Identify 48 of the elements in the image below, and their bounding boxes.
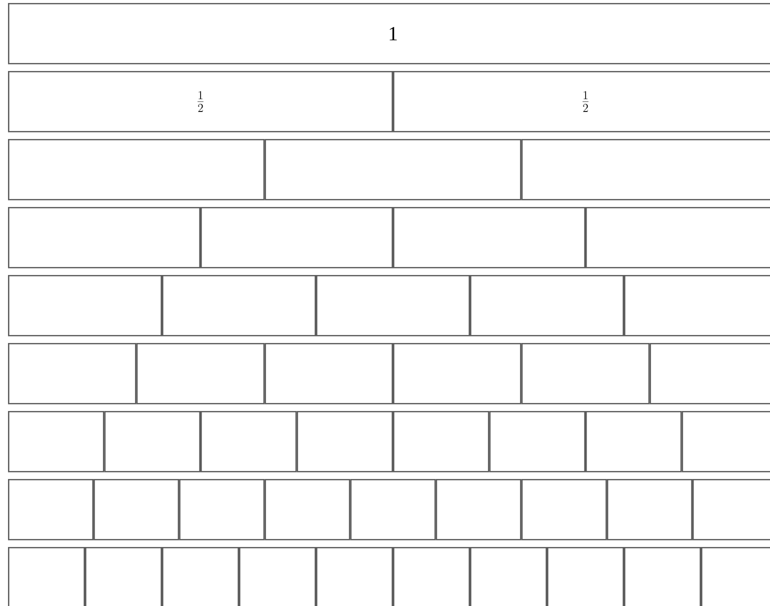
fraction-bar xyxy=(682,411,770,472)
fraction-bar xyxy=(470,275,624,336)
fraction-bar xyxy=(104,411,200,472)
fraction-bar xyxy=(393,343,522,404)
fraction-bar xyxy=(701,547,770,606)
fraction-bar xyxy=(650,343,770,404)
fraction-bar xyxy=(316,275,470,336)
fraction-bar xyxy=(350,479,436,540)
fraction-bar xyxy=(264,479,350,540)
fraction-bar xyxy=(521,479,607,540)
fraction-bar xyxy=(162,547,239,606)
fraction-bar xyxy=(606,479,692,540)
fraction-bar xyxy=(692,479,770,540)
fraction-bar xyxy=(8,275,162,336)
fraction-bar xyxy=(8,479,94,540)
fraction-bar xyxy=(586,411,682,472)
fraction-bar xyxy=(521,139,770,200)
fraction-bar xyxy=(136,343,265,404)
fraction-bar xyxy=(547,547,624,606)
fraction-bar xyxy=(85,547,162,606)
fraction-bar xyxy=(624,275,770,336)
fraction-bar xyxy=(624,547,701,606)
fraction-bar xyxy=(393,411,490,472)
fraction-bar: $\frac{1}{2}$ xyxy=(8,71,393,132)
fraction-bar xyxy=(8,343,136,404)
fraction-bar xyxy=(393,207,586,268)
fraction-bar xyxy=(8,139,265,200)
fraction-bar xyxy=(94,479,180,540)
fraction-bar xyxy=(8,411,104,472)
fraction-bar xyxy=(393,547,470,606)
fraction-bar xyxy=(239,547,316,606)
fraction-bar xyxy=(162,275,316,336)
fraction-bar xyxy=(179,479,265,540)
fraction-bar: 1 xyxy=(8,3,770,64)
fraction-bar xyxy=(521,343,650,404)
fraction-bar xyxy=(586,207,770,268)
fraction-bar xyxy=(8,547,85,606)
fraction-bar xyxy=(489,411,586,472)
fraction-bar xyxy=(316,547,393,606)
fraction-bar: $\frac{1}{2}$ xyxy=(393,71,770,132)
fraction-bar xyxy=(264,343,393,404)
fraction-bar xyxy=(8,207,200,268)
fraction-bar xyxy=(296,411,393,472)
fraction-bar xyxy=(200,411,297,472)
fraction-bar xyxy=(200,207,393,268)
fraction-bar xyxy=(470,547,547,606)
fraction-bar xyxy=(264,139,522,200)
fraction-bar xyxy=(436,479,522,540)
